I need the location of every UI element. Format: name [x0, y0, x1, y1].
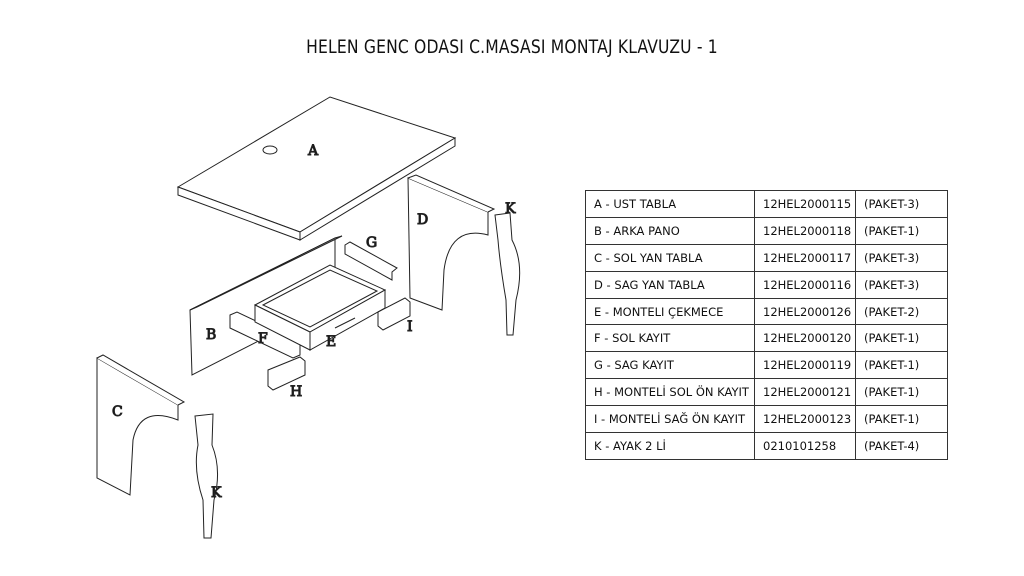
label-k-left: K	[211, 485, 222, 501]
part-code: 12HEL2000121	[754, 378, 856, 407]
part-name: C - SOL YAN TABLA	[585, 243, 755, 272]
part-name: H - MONTELİ SOL ÖN KAYIT	[585, 378, 755, 407]
part-code: 12HEL2000119	[754, 351, 856, 380]
part-code: 12HEL2000118	[754, 216, 856, 245]
part-package: (PAKET-3)	[855, 270, 948, 299]
part-d-right-side-panel	[407, 174, 496, 311]
part-code: 0210101258	[754, 432, 856, 460]
label-i: I	[407, 319, 413, 335]
part-name: B - ARKA PANO	[585, 216, 755, 245]
part-c-left-side-panel	[96, 354, 186, 496]
part-code: 12HEL2000123	[754, 405, 856, 434]
cable-hole	[262, 145, 278, 155]
part-h-left-front-rail	[267, 356, 306, 391]
part-package: (PAKET-4)	[855, 432, 948, 460]
part-package: (PAKET-1)	[855, 324, 948, 353]
label-b: B	[206, 327, 216, 343]
label-d: D	[417, 212, 428, 228]
part-name: F - SOL KAYIT	[585, 324, 755, 353]
part-g-rail	[344, 241, 398, 281]
part-f-rail	[229, 311, 301, 359]
part-k-right-leg	[494, 212, 521, 336]
label-g: G	[366, 235, 377, 251]
page-title: HELEN GENC ODASI C.MASASI MONTAJ KLAVUZU…	[306, 36, 718, 58]
label-a: A	[307, 143, 319, 159]
part-k-left-leg	[194, 413, 218, 539]
part-package: (PAKET-3)	[855, 243, 948, 272]
part-code: 12HEL2000116	[754, 270, 856, 299]
part-name: D - SAG YAN TABLA	[585, 270, 755, 299]
label-e: E	[326, 334, 336, 350]
part-package: (PAKET-1)	[855, 378, 948, 407]
part-code: 12HEL2000115	[754, 190, 856, 218]
part-code: 12HEL2000117	[754, 243, 856, 272]
part-package: (PAKET-2)	[855, 297, 948, 326]
part-a-top-panel	[176, 96, 457, 241]
part-code: 12HEL2000126	[754, 297, 856, 326]
label-k-right: K	[505, 201, 516, 217]
label-f: F	[258, 331, 268, 347]
part-name: I - MONTELİ SAĞ ÖN KAYIT	[585, 405, 755, 434]
label-c: C	[112, 404, 123, 420]
label-h: H	[290, 384, 302, 400]
part-name: E - MONTELI ÇEKMECE	[585, 297, 755, 326]
part-package: (PAKET-1)	[855, 405, 948, 434]
part-code: 12HEL2000120	[754, 324, 856, 353]
part-package: (PAKET-3)	[855, 190, 948, 218]
part-i-right-front-rail	[377, 297, 411, 331]
part-package: (PAKET-1)	[855, 351, 948, 380]
part-name: A - UST TABLA	[585, 190, 755, 218]
part-e-drawer	[253, 264, 387, 351]
part-package: (PAKET-1)	[855, 216, 948, 245]
part-name: K - AYAK 2 Lİ	[585, 432, 755, 460]
part-name: G - SAG KAYIT	[585, 351, 755, 380]
